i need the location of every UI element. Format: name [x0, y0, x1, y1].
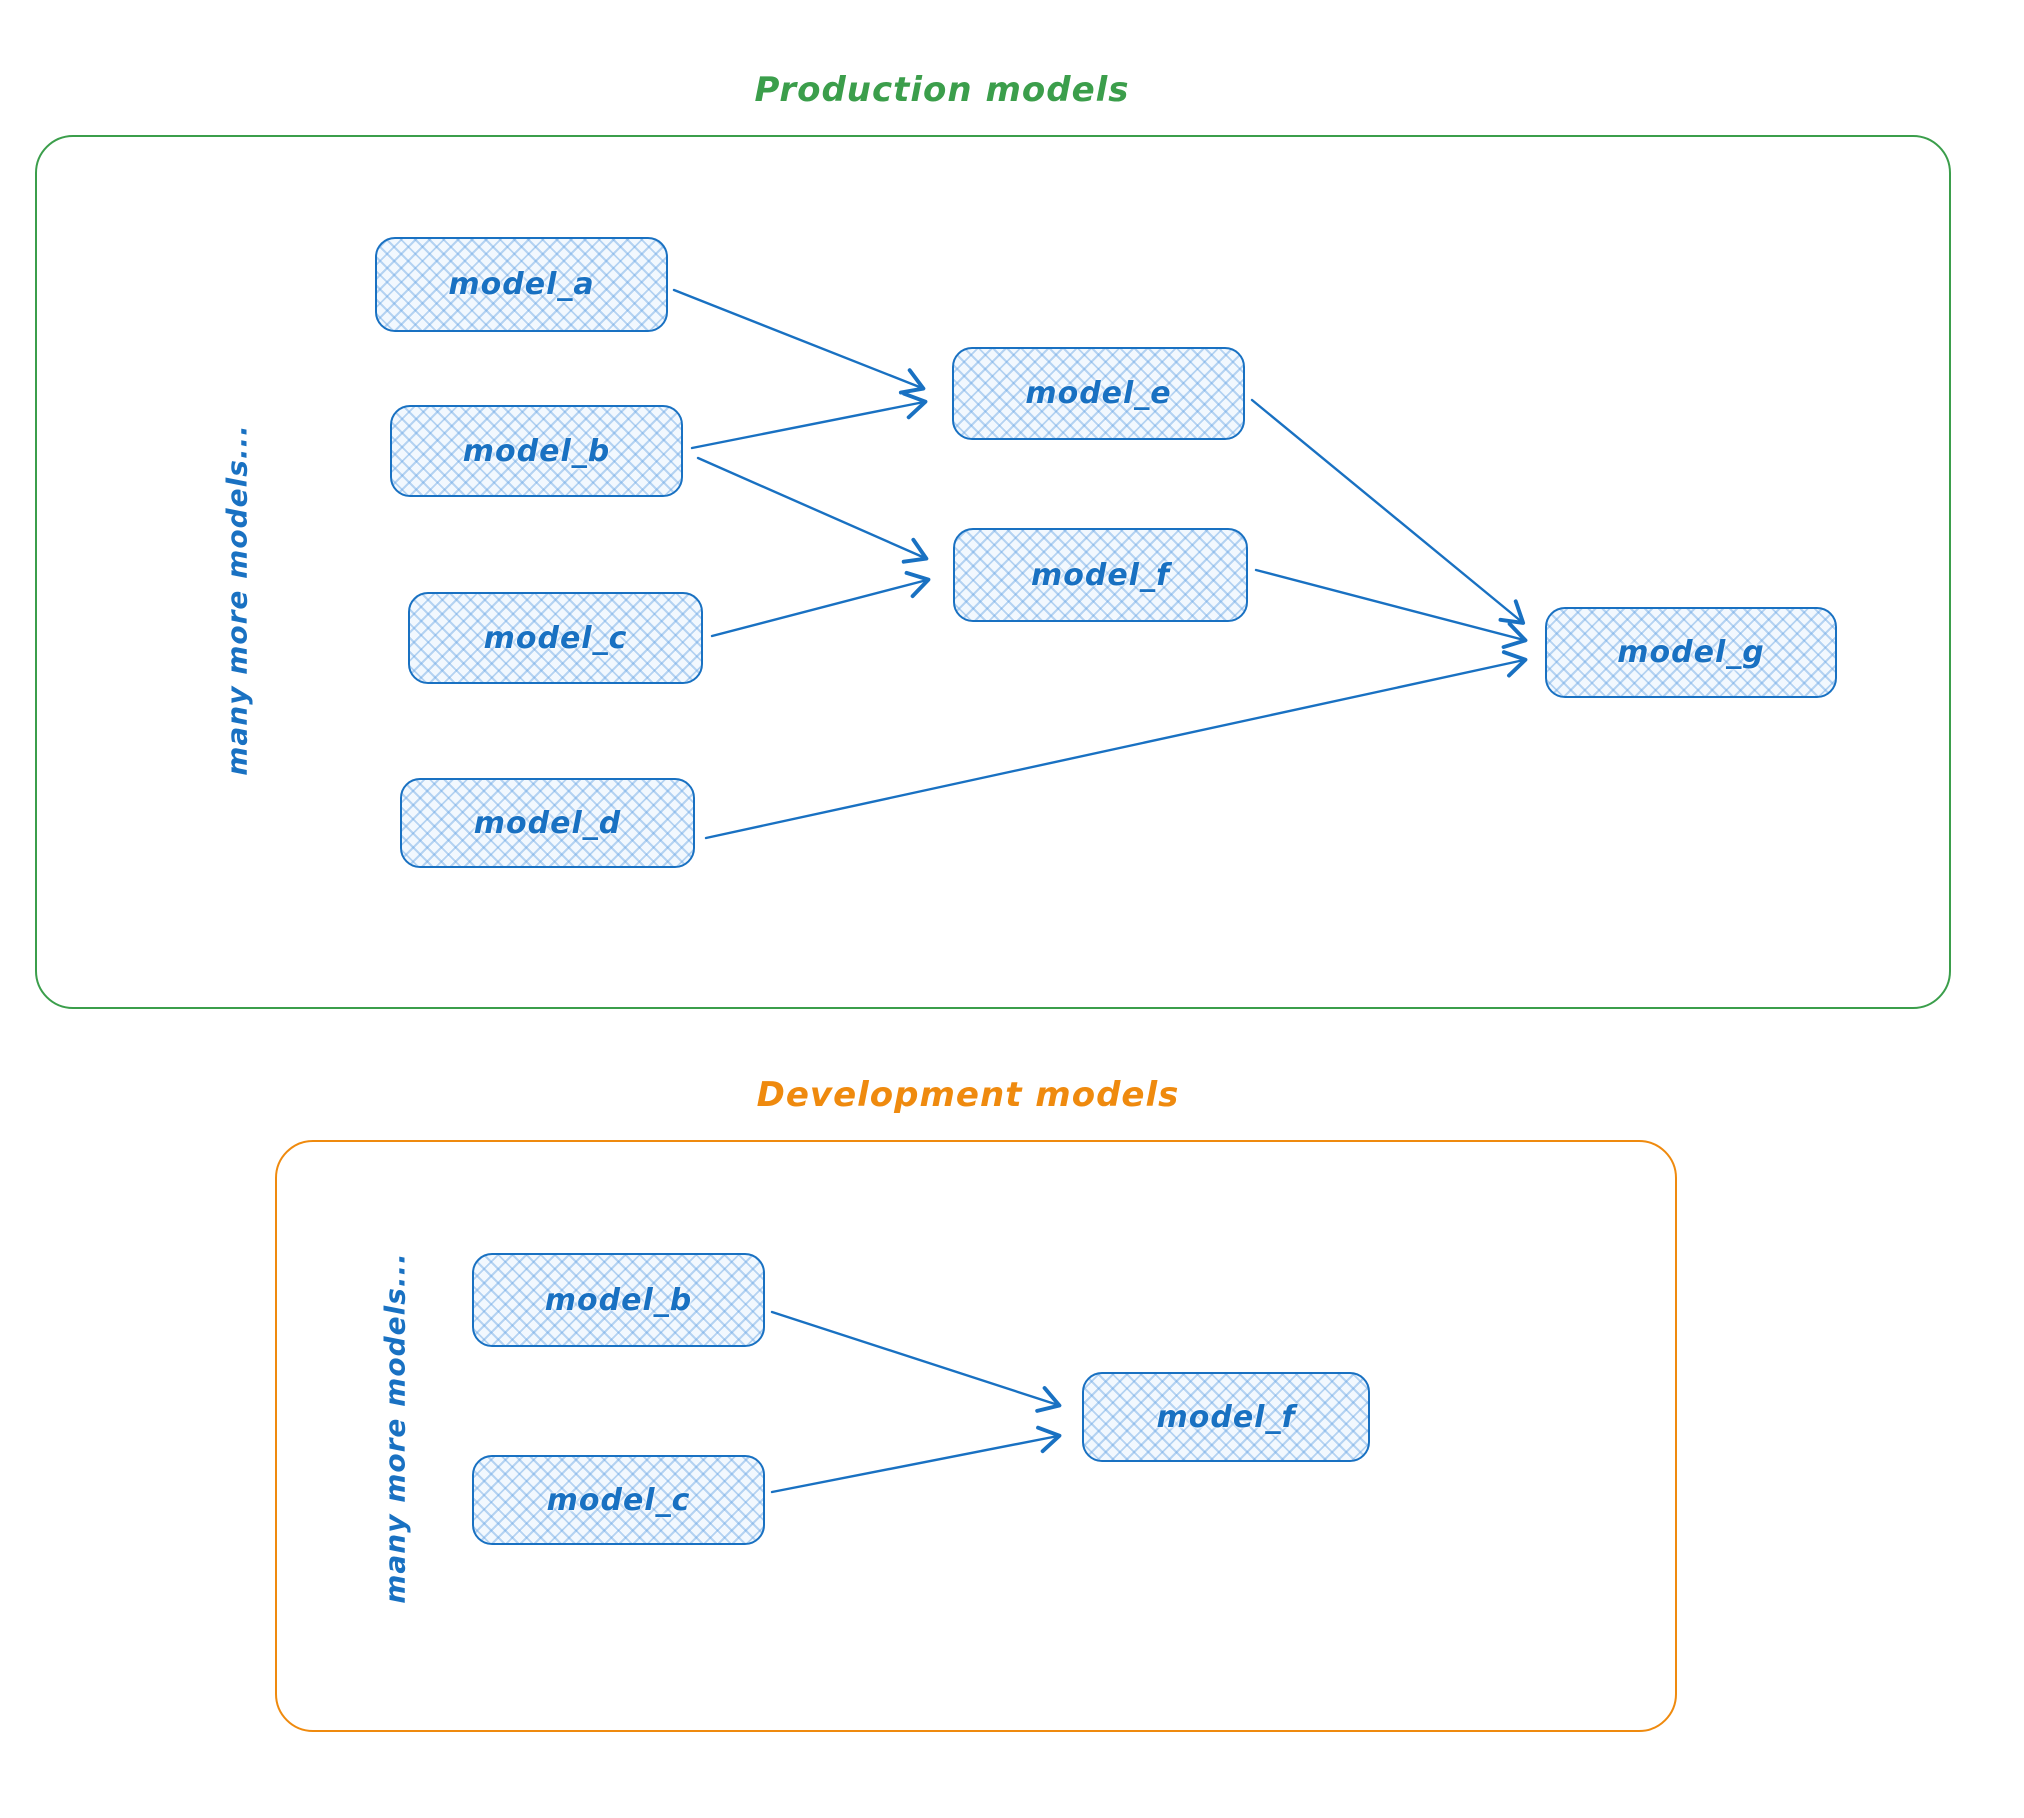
- node-production-model_a: model_a: [375, 237, 668, 332]
- production-container-frame: [35, 135, 1951, 1009]
- node-development-model_c: model_c: [472, 1455, 765, 1545]
- node-label-model_g: model_g: [1617, 635, 1765, 670]
- node-production-model_b: model_b: [390, 405, 683, 497]
- node-label-model_c: model_c: [483, 620, 628, 656]
- node-label-model_b: model_b: [462, 433, 611, 469]
- development-section-title: Development models: [756, 1075, 1180, 1115]
- node-label-dev-model_b: model_b: [544, 1282, 693, 1318]
- node-production-model_g: model_g: [1545, 607, 1837, 698]
- node-production-model_c: model_c: [408, 592, 703, 684]
- node-production-model_f: model_f: [953, 528, 1248, 622]
- node-production-model_e: model_e: [952, 347, 1245, 440]
- development-container-frame: [275, 1140, 1677, 1732]
- node-label-model_d: model_d: [473, 805, 622, 841]
- node-development-model_f: model_f: [1082, 1372, 1370, 1462]
- node-label-dev-model_f: model_f: [1156, 1399, 1296, 1435]
- node-label-model_e: model_e: [1025, 376, 1172, 411]
- node-development-model_b: model_b: [472, 1253, 765, 1347]
- production-section-title: Production models: [754, 70, 1130, 110]
- node-label-dev-model_c: model_c: [546, 1482, 691, 1518]
- node-label-model_a: model_a: [448, 267, 595, 302]
- production-side-label: many more models...: [220, 424, 254, 776]
- node-production-model_d: model_d: [400, 778, 695, 868]
- development-side-label: many more models...: [378, 1252, 412, 1604]
- node-label-model_f: model_f: [1030, 557, 1171, 593]
